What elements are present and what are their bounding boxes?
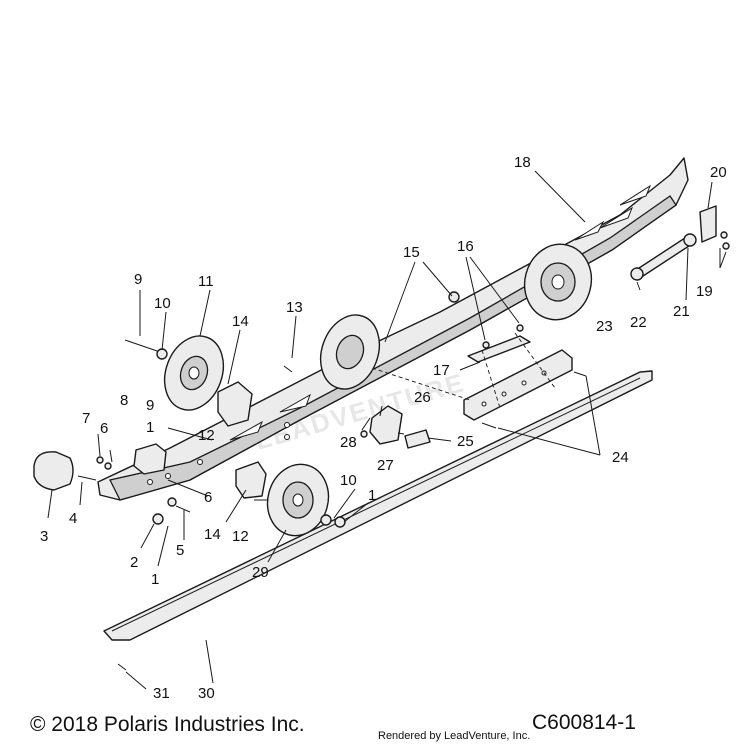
spacer-block-17 — [467, 335, 531, 363]
callout-1-upper: 1 — [146, 419, 154, 436]
block-14-lower — [235, 461, 267, 499]
callout-24: 24 — [612, 449, 629, 466]
wheel-mid — [319, 314, 381, 390]
wheel-rear — [523, 243, 593, 321]
callout-25: 25 — [457, 433, 474, 450]
block-14-upper — [217, 381, 253, 427]
wheel-29 — [266, 463, 330, 537]
callout-22: 22 — [630, 314, 647, 331]
callout-17: 17 — [433, 362, 450, 379]
callout-10-top: 10 — [154, 295, 171, 312]
rendered-by-credit: Rendered by LeadVenture, Inc. — [378, 730, 531, 742]
callout-labels: 18 20 15 16 9 11 10 13 14 23 22 21 19 17… — [40, 154, 727, 702]
callout-18: 18 — [514, 154, 531, 171]
callout-6-lower: 6 — [204, 489, 212, 506]
callout-27: 27 — [377, 457, 394, 474]
callout-8: 8 — [120, 392, 128, 409]
callout-31: 31 — [153, 685, 170, 702]
copyright-notice: © 2018 Polaris Industries Inc. — [30, 713, 305, 736]
callout-20: 20 — [710, 164, 727, 181]
callout-15: 15 — [403, 244, 420, 261]
callout-14-lower: 14 — [204, 526, 221, 543]
bumper-8 — [133, 443, 167, 475]
cap-3 — [33, 451, 74, 491]
callout-1-lower: 1 — [151, 571, 159, 588]
callout-6-upper: 6 — [100, 420, 108, 437]
rail-cutouts — [147, 184, 652, 485]
wheel-11 — [163, 335, 225, 411]
callout-9-mid: 9 — [146, 397, 154, 414]
wear-strip-30 — [103, 370, 653, 641]
callout-5: 5 — [176, 542, 184, 559]
callout-26: 26 — [414, 389, 431, 406]
axle-21 — [630, 233, 697, 281]
callout-leaders — [47, 170, 727, 690]
callout-4: 4 — [69, 510, 77, 527]
callout-16: 16 — [457, 238, 474, 255]
callout-11: 11 — [198, 273, 214, 290]
bracket-20 — [699, 205, 717, 243]
pivot-26-27 — [369, 405, 431, 449]
drawing-number: C600814-1 — [532, 711, 636, 734]
callout-13: 13 — [286, 299, 303, 316]
callout-10-lower: 10 — [340, 472, 357, 489]
callout-12-upper: 12 — [198, 427, 215, 444]
callout-21: 21 — [673, 303, 690, 320]
callout-14-top: 14 — [232, 313, 249, 330]
callout-7: 7 — [82, 410, 90, 427]
callout-30: 30 — [198, 685, 215, 702]
callout-12-lower: 12 — [232, 528, 249, 545]
callout-29: 29 — [252, 564, 269, 581]
callout-2: 2 — [130, 554, 138, 571]
nut-19b — [722, 242, 730, 250]
callout-19: 19 — [696, 283, 713, 300]
callout-28: 28 — [340, 434, 357, 451]
callout-23: 23 — [596, 318, 613, 335]
callout-9-top: 9 — [134, 271, 142, 288]
callout-3: 3 — [40, 528, 48, 545]
nut-19a — [720, 231, 728, 239]
callout-1-right: 1 — [368, 487, 376, 504]
